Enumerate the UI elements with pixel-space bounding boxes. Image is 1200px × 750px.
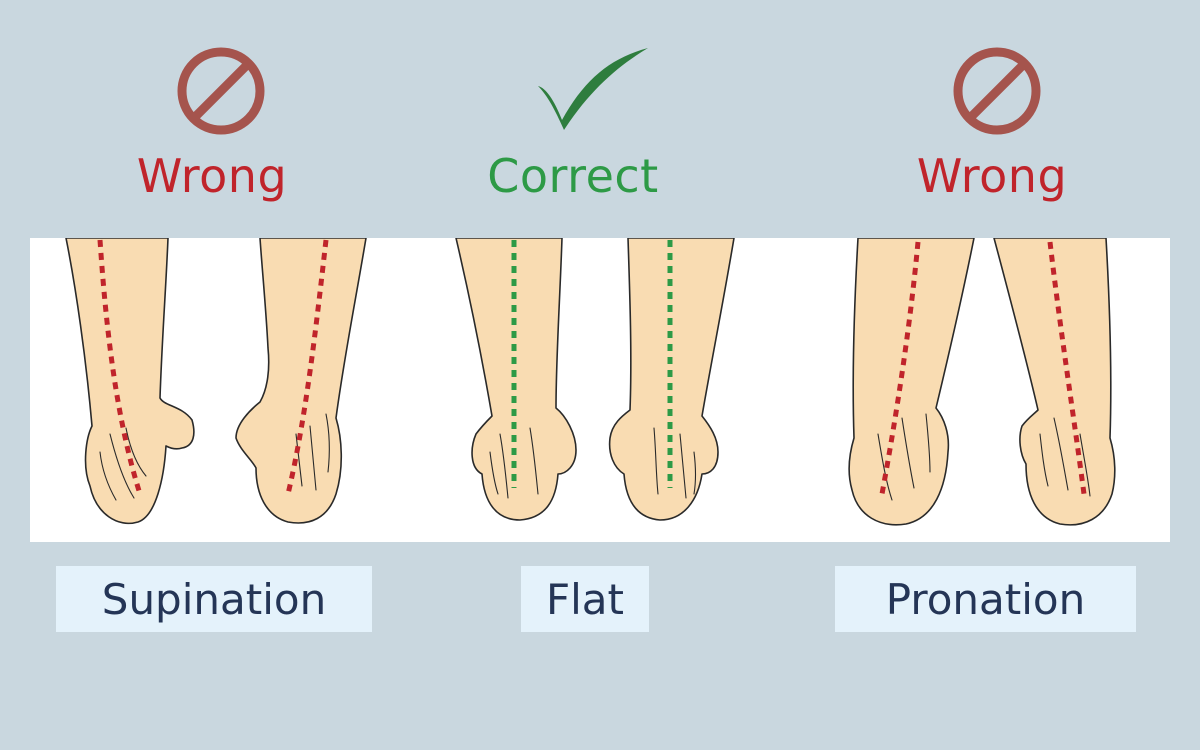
checkmark-icon bbox=[538, 48, 648, 130]
supination-right-axis bbox=[285, 239, 329, 495]
status-label-pronation: Wrong bbox=[916, 149, 1068, 203]
feet-illustration-panel: .skin { fill:#f9dcb2; stroke:#2a2a2a; st… bbox=[30, 238, 1170, 542]
supination-left-foot bbox=[65, 238, 195, 525]
supination-left-axis bbox=[97, 239, 143, 495]
flat-left-foot bbox=[455, 238, 577, 521]
pronation-right-foot bbox=[993, 238, 1116, 526]
prohibit-icon bbox=[177, 47, 265, 135]
pronation-left-axis bbox=[879, 241, 921, 495]
prohibit-icon bbox=[953, 47, 1041, 135]
pronation-right-axis bbox=[1047, 241, 1087, 495]
status-label-flat: Correct bbox=[487, 149, 659, 203]
status-label-supination: Wrong bbox=[136, 149, 288, 203]
supination-right-foot bbox=[235, 238, 367, 524]
caption-supination: Supination bbox=[56, 566, 372, 632]
caption-flat: Flat bbox=[521, 566, 649, 632]
pronation-left-foot bbox=[848, 238, 975, 526]
caption-pronation: Pronation bbox=[835, 566, 1136, 632]
flat-right-foot bbox=[608, 238, 735, 521]
